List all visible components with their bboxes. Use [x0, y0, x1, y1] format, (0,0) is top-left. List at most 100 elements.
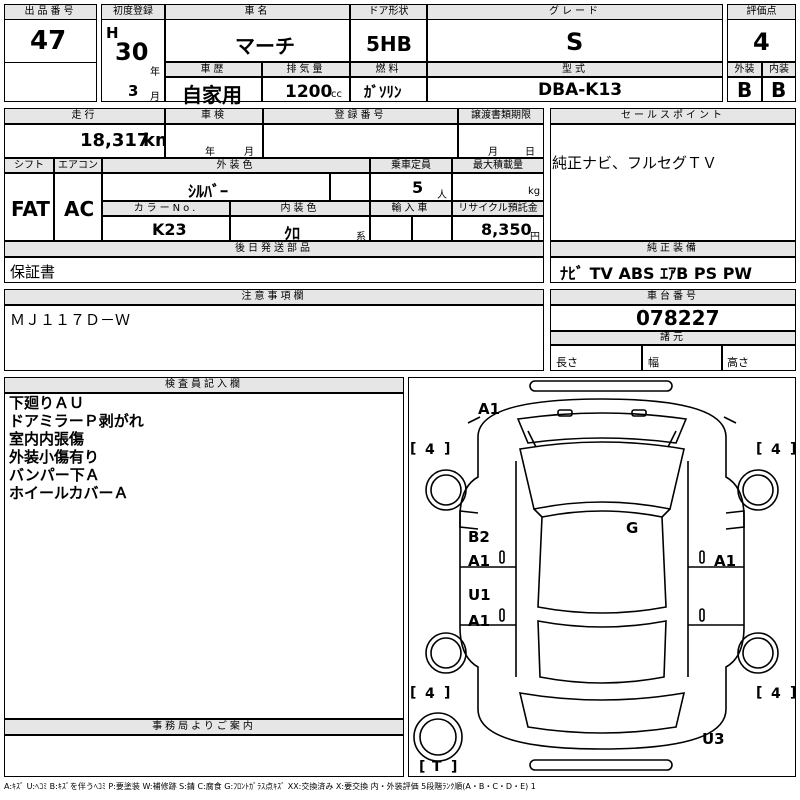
colorno-label: カラーNo.: [102, 201, 230, 216]
caution-label: 注意事項欄: [4, 289, 544, 305]
load-label: 最大積載量: [452, 158, 544, 173]
mileage-label: 走行: [4, 108, 165, 124]
chassis-number: 078227: [636, 306, 720, 330]
caution-text: ＭＪ１１７Ｄ－Ｗ: [10, 311, 131, 329]
mark-rear: U3: [702, 730, 725, 748]
color: ｼﾙﾊﾞｰ: [188, 182, 229, 201]
sales-cell: [550, 124, 796, 241]
legend: A:ｷｽﾞ U:ﾍｺﾐ B:ｷｽﾞを伴うﾍｺﾐ P:要塗装 W:補修跡 S:錆 …: [4, 782, 536, 791]
svg-text:[: [: [410, 685, 416, 701]
history-cell: [165, 77, 262, 102]
tire-rr: 4: [771, 686, 781, 702]
reg-year: 30: [115, 38, 149, 66]
colorno-cell: [102, 216, 230, 241]
lot-label: 出品番号: [4, 4, 97, 20]
mileage-cell: [4, 124, 165, 158]
transfer-month-unit: 月: [488, 147, 498, 158]
car-name: マーチ: [235, 34, 295, 58]
note-line: 外装小傷有り: [9, 448, 100, 466]
disp-label: 排気量: [262, 62, 350, 77]
mark-front: A1: [478, 400, 500, 418]
svg-text:]: ]: [790, 685, 796, 701]
office-cell: [4, 735, 404, 777]
regno-cell: [263, 124, 458, 158]
history-label: 車歴: [165, 62, 262, 77]
colorno: K23: [152, 220, 187, 239]
svg-text:[: [: [756, 685, 762, 701]
spare-tire: T: [432, 759, 442, 775]
office-label: 事務局よりご案内: [4, 719, 404, 735]
year-unit: 年: [150, 67, 160, 78]
dims-label: 諸元: [550, 331, 796, 345]
intcolor: ｸﾛ: [284, 224, 301, 243]
intcolor-unit: 系: [356, 232, 366, 243]
history: 自家用: [182, 83, 242, 107]
ext-cell: [727, 77, 762, 102]
sales-text: 純正ナビ、フルセグＴＶ: [552, 154, 718, 172]
transfer-label: 譲渡書類期限: [458, 108, 544, 124]
inspect-year-unit: 年: [205, 147, 215, 158]
fuel-label: 燃料: [350, 62, 427, 77]
mark-door-rl-2: A1: [468, 612, 490, 630]
equip-label: 純正装備: [550, 241, 796, 257]
chassis-label: 車台番号: [550, 289, 796, 305]
recycle-label: リサイクル預託金: [452, 201, 544, 216]
score: 4: [753, 28, 770, 56]
svg-text:[: [: [756, 441, 762, 457]
length-label: 長さ: [556, 356, 578, 369]
seats-unit: 人: [437, 190, 447, 201]
import-cell: [370, 216, 412, 241]
mark-door-rl-1: U1: [468, 586, 491, 604]
door-label: ドア形状: [350, 4, 427, 20]
note-line: バンパー下Ａ: [9, 466, 100, 484]
inspector-notes: 下廻りＡＵ ドアミラーＰ剥がれ 室内内張傷 外装小傷有り バンパー下Ａ ホイール…: [9, 394, 144, 502]
disp-unit: cc: [331, 89, 342, 100]
mark-door-right: A1: [714, 552, 736, 570]
tire-fl: 4: [425, 442, 435, 458]
chassis-cell: [550, 305, 796, 331]
recycle-cell: [452, 216, 544, 241]
name-label: 車名: [165, 4, 350, 20]
inspect-cell: [165, 124, 263, 158]
load-cell: [452, 173, 544, 201]
inspector-cell: [4, 393, 404, 719]
front-bumper-shape: [529, 380, 673, 392]
ac: AC: [64, 197, 95, 221]
transfer-day-unit: 日: [525, 147, 535, 158]
recycle: 8,350: [481, 220, 532, 239]
shift: FAT: [11, 197, 50, 221]
model-cell: [427, 77, 723, 102]
equip-cell: [550, 257, 796, 283]
intcolor-cell: [230, 216, 370, 241]
color-cell-2: [330, 173, 370, 201]
svg-text:]: ]: [790, 441, 796, 457]
intcolor-label: 内装色: [230, 201, 370, 216]
int-label: 内装: [762, 62, 796, 77]
width-label: 幅: [648, 356, 659, 369]
shift-cell: [4, 173, 54, 241]
month-unit: 月: [150, 92, 160, 103]
color-cell: [102, 173, 330, 201]
model-label: 型式: [427, 62, 723, 77]
note-line: 室内内張傷: [9, 430, 85, 448]
era: H: [106, 24, 119, 42]
recycle-unit: 円: [530, 232, 540, 243]
reg-month: 3: [128, 82, 139, 100]
color-label: 外装色: [102, 158, 370, 173]
mark-door-fl-2: A1: [468, 552, 490, 570]
inspector-label: 検査員記入欄: [4, 377, 404, 393]
mark-roof: G: [626, 519, 638, 537]
transfer-cell: [458, 124, 544, 158]
car-diagram: [ ] 4 [] 4 [] 4 [] 4 [] T A1 G B2 A1 U1 …: [410, 380, 796, 775]
tire-fr: 4: [771, 442, 781, 458]
mileage: 18,317: [80, 130, 150, 151]
disp-cell: [262, 77, 350, 102]
width-cell: [642, 345, 722, 371]
shift-label: シフト: [4, 158, 54, 173]
svg-text:]: ]: [444, 685, 450, 701]
height-label: 高さ: [727, 356, 749, 369]
fuel: ｶﾞｿﾘﾝ: [364, 83, 402, 101]
note-line: ドアミラーＰ剥がれ: [9, 412, 144, 430]
load-unit: kg: [528, 186, 541, 197]
note-line: 下廻りＡＵ: [9, 394, 85, 412]
